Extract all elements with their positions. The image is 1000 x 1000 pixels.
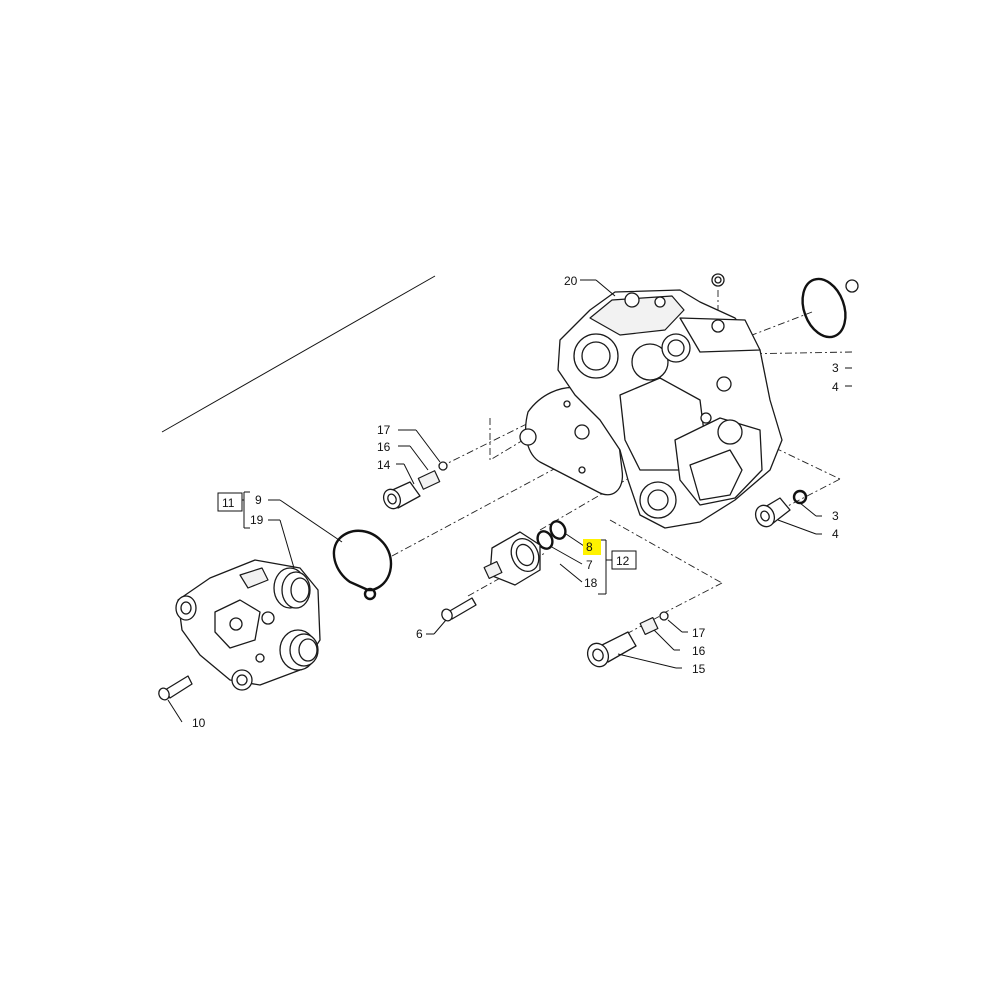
callout-3-right: 3 <box>832 509 839 523</box>
right-fitting <box>754 489 808 528</box>
callout-8: 8 <box>586 540 593 554</box>
pressure-regulator <box>483 520 567 586</box>
callout-7: 7 <box>586 558 593 572</box>
valve-assembly-bottom <box>586 611 669 668</box>
callout-12: 12 <box>616 554 630 568</box>
callout-6: 6 <box>416 627 423 641</box>
valve-assembly-top <box>382 461 448 510</box>
callout-9: 9 <box>255 493 262 507</box>
callout-19: 19 <box>250 513 264 527</box>
callout-8-highlight <box>583 539 601 555</box>
callout-12-box <box>611 550 637 570</box>
callout-17-top: 17 <box>377 423 391 437</box>
callouts: 20 3 4 17 16 14 11 9 19 8 7 18 12 3 4 6 … <box>192 274 839 730</box>
bolt-6 <box>441 597 477 622</box>
section-line <box>161 275 436 433</box>
callout-18: 18 <box>584 576 598 590</box>
callout-15: 15 <box>692 662 706 676</box>
pump-housing <box>519 289 783 529</box>
o-ring-9 <box>332 529 393 592</box>
callout-11: 11 <box>222 496 235 510</box>
o-ring-small <box>363 587 377 601</box>
callout-4-top: 4 <box>832 380 839 394</box>
callout-14: 14 <box>377 458 391 472</box>
callout-20: 20 <box>564 274 578 288</box>
callout-3-top: 3 <box>832 361 839 375</box>
callout-4-right: 4 <box>832 527 839 541</box>
bolt-10 <box>158 675 193 701</box>
feed-pump <box>175 559 321 691</box>
leader-lines <box>167 279 852 723</box>
callout-17-bottom: 17 <box>692 626 706 640</box>
top-fittings <box>711 273 859 339</box>
callout-16-bottom: 16 <box>692 644 706 658</box>
callout-10: 10 <box>192 716 206 730</box>
callout-11-box <box>217 492 243 512</box>
callout-16-top: 16 <box>377 440 391 454</box>
